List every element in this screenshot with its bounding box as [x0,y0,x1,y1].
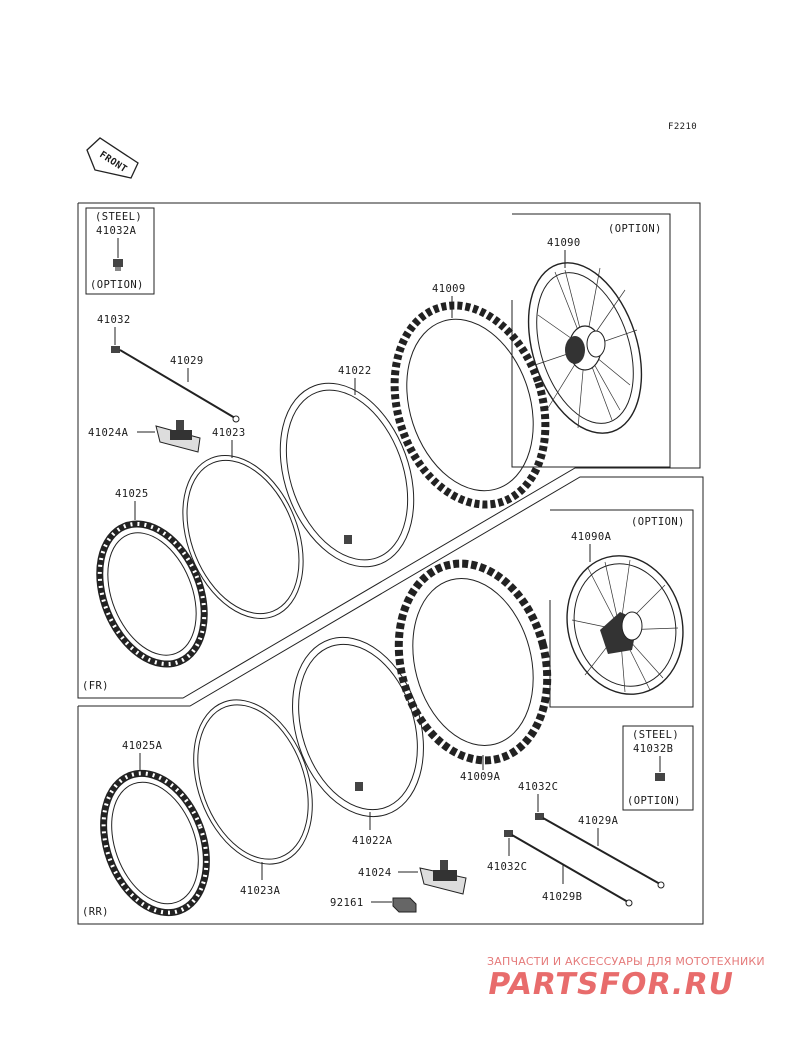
label-41009: 41009 [432,283,466,295]
steel-rear-part: 41032B [633,743,673,755]
label-41024A: 41024A [88,427,129,439]
steel-front-top: (STEEL) [95,211,142,223]
label-41022A: 41022A [352,835,393,847]
rim-strip-rear-icon [193,699,313,865]
valve-rear-icon [655,773,665,781]
section-rear-label: (RR) [82,906,109,918]
wheel-front-part: 41090 [547,237,581,249]
wheel-rear-part: 41090A [571,531,612,543]
frame-front [77,202,701,699]
rim-rear-icon [100,769,210,917]
nut-icon [392,897,417,913]
tire-front-icon [390,301,550,509]
label-41022: 41022 [338,365,372,377]
wheel-rear-top: (OPTION) [631,516,685,528]
steel-front-bottom: (OPTION) [90,279,144,291]
steel-box-front [85,207,155,295]
label-41032C-bottom: 41032C [487,861,527,873]
label-41029A: 41029A [578,815,619,827]
label-41029B: 41029B [542,891,582,903]
nipple-rear-bottom-icon [504,830,513,837]
label-41023: 41023 [212,427,246,439]
steel-box-rear [622,725,694,811]
rim-strip-front-icon [182,455,304,619]
spoked-wheel-front-icon [527,262,643,434]
rim-front-icon [96,520,208,668]
label-41009A: 41009A [460,771,501,783]
watermark-brand: PARTSFOR.RU [484,967,737,1002]
label-41032C-top: 41032C [518,781,558,793]
tube-front-icon [279,382,415,568]
steel-front-part: 41032A [96,225,137,237]
label-41032: 41032 [97,314,131,326]
spoke-icon [119,349,240,423]
section-front-label: (FR) [82,680,109,692]
label-41023A: 41023A [240,885,281,897]
tube-rear-icon [292,636,424,818]
spoke-rear-a-icon [542,817,665,889]
tire-rear-icon [394,559,552,765]
rim-lock-front-icon [155,420,201,453]
rim-lock-rear-icon [419,860,467,895]
valve-icon [113,259,123,271]
frame-rear [77,476,704,925]
spoke-rear-b-icon [511,834,633,907]
nipple-icon [111,346,120,353]
label-41029: 41029 [170,355,204,367]
label-41025A: 41025A [122,740,163,752]
label-92161: 92161 [330,897,364,909]
nipple-rear-top-icon [535,813,544,820]
steel-rear-top: (STEEL) [632,729,679,741]
wheel-front-top: (OPTION) [608,223,662,235]
steel-rear-bottom: (OPTION) [627,795,681,807]
front-arrow-icon: FRONT [86,137,139,179]
watermark-subtitle: ЗАПЧАСТИ И АКСЕССУАРЫ ДЛЯ МОТОТЕХНИКИ [487,955,765,968]
label-41025: 41025 [115,488,149,500]
label-41024: 41024 [358,867,392,879]
wheel-box-front [511,213,671,468]
figure-code: F2210 [668,122,697,132]
spoked-wheel-rear-icon [566,555,684,695]
